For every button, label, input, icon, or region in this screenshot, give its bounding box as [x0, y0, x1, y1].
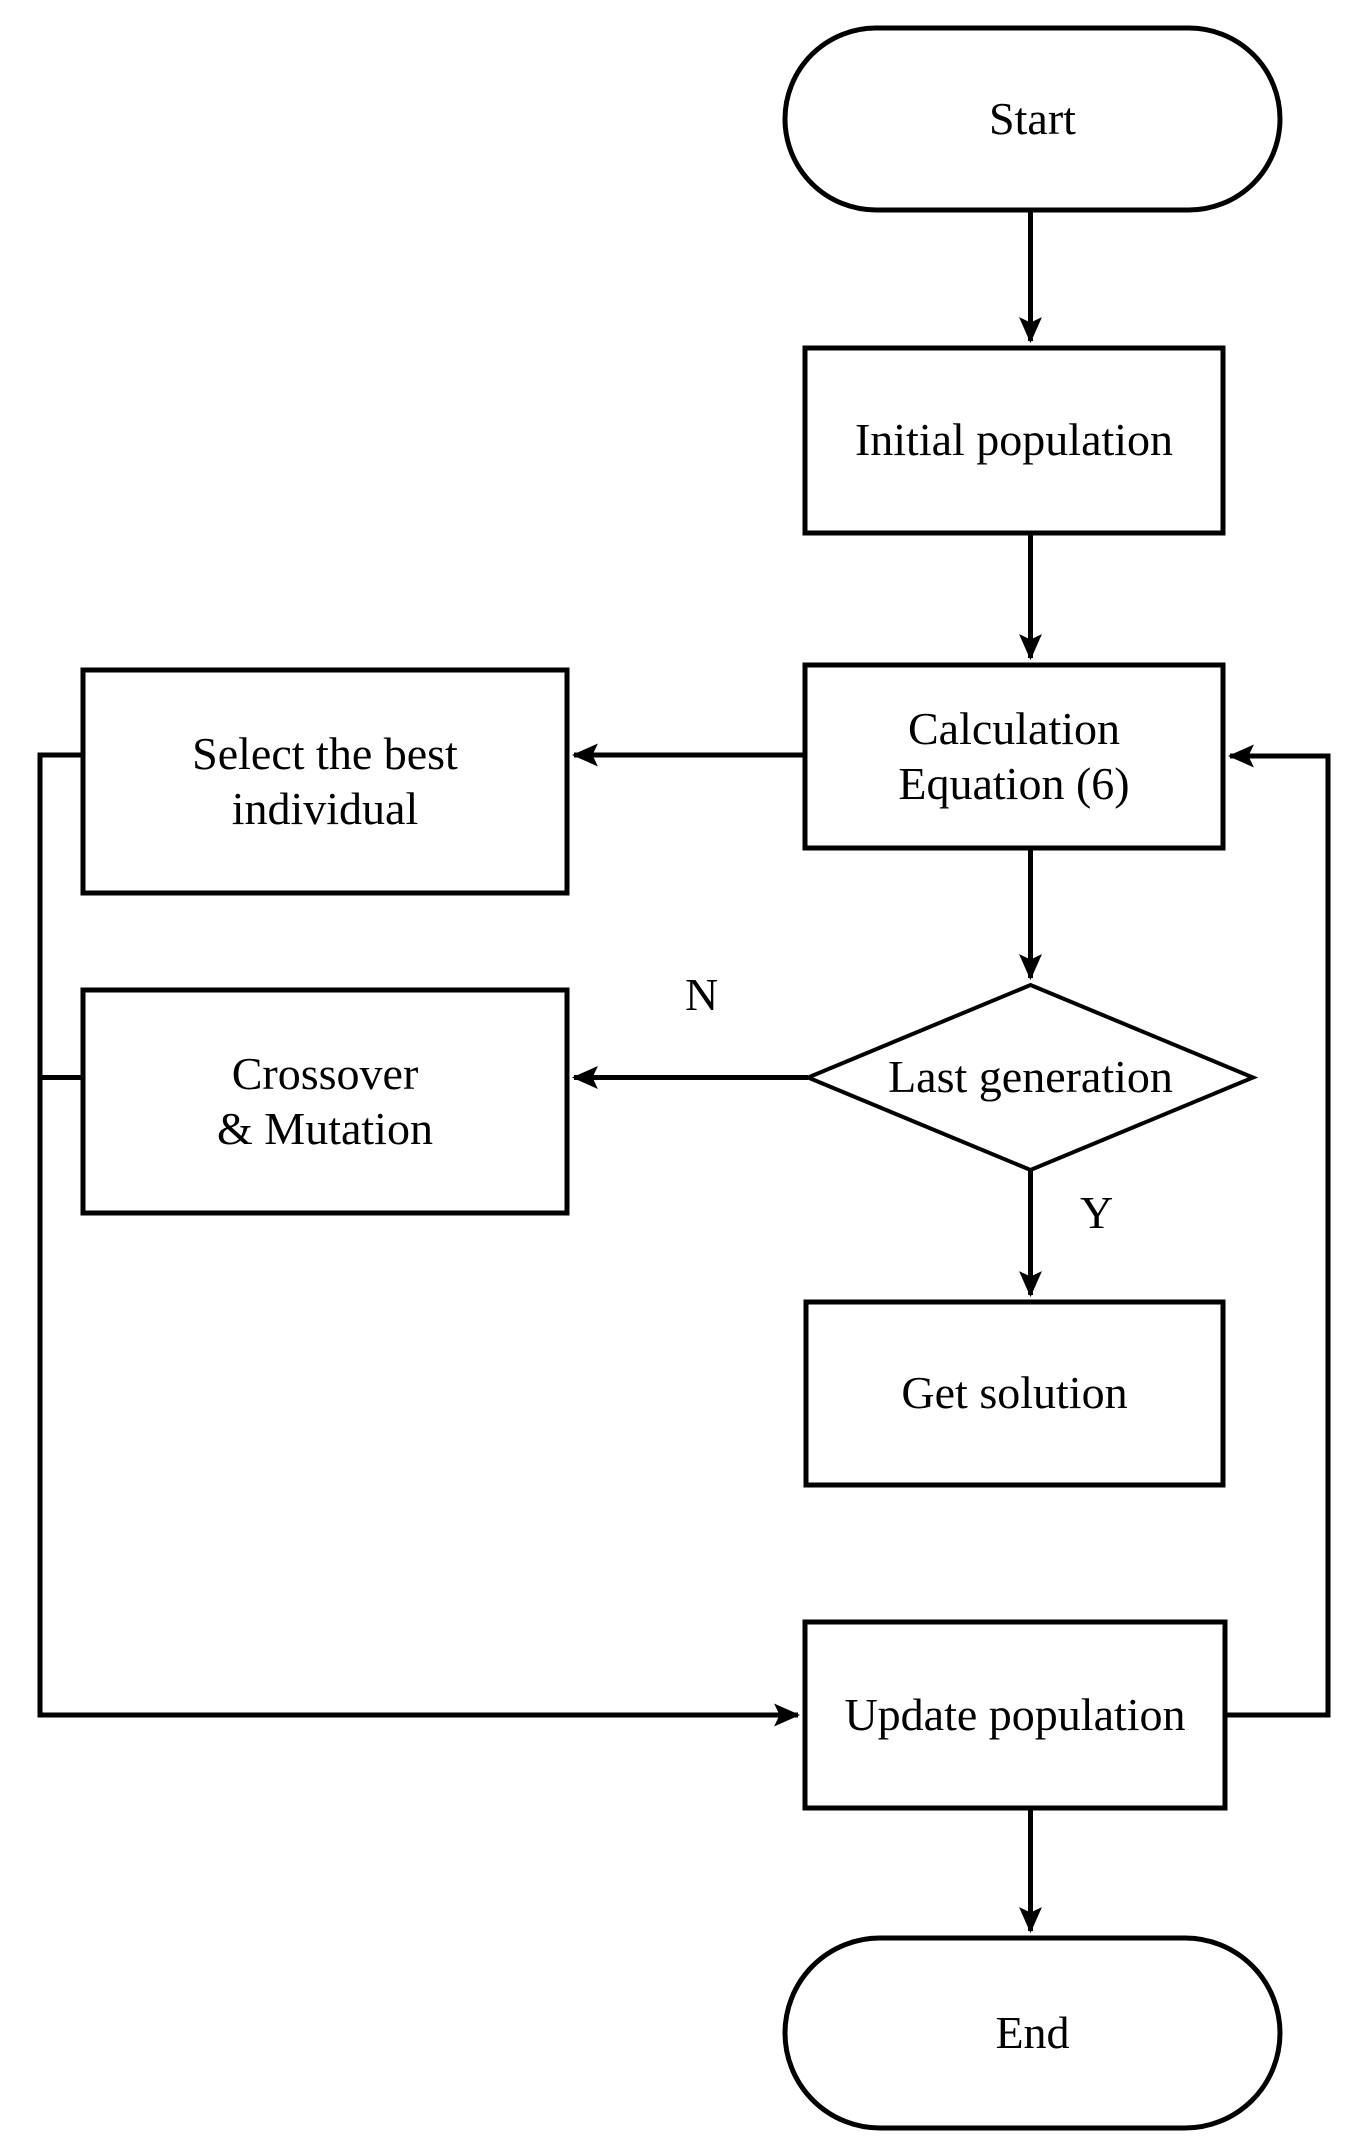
- node-get-solution-shape[interactable]: [803, 1299, 1226, 1488]
- edge-select-best-individual-to-update-population: [37, 752, 801, 1727]
- node-start-shape[interactable]: [782, 25, 1283, 213]
- edge-label-no: N: [685, 969, 719, 1020]
- node-calculation-shape[interactable]: [802, 662, 1226, 851]
- node-select-best-individual-shape[interactable]: [80, 667, 570, 896]
- edge-label-yes: Y: [1080, 1187, 1114, 1238]
- node-crossover-mutation-shape[interactable]: [80, 987, 570, 1216]
- edge-update-population-to-calculation: [1225, 744, 1331, 1718]
- node-last-generation-shape[interactable]: [802, 982, 1259, 1173]
- node-update-population-shape[interactable]: [802, 1619, 1228, 1811]
- node-end-shape[interactable]: [782, 1935, 1283, 2131]
- node-initial-population-shape[interactable]: [802, 345, 1226, 536]
